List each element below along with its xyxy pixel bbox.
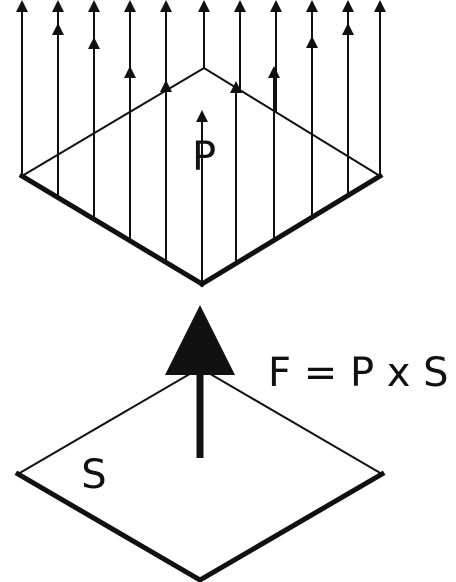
- pressure-label: P: [192, 134, 216, 180]
- surface-label: S: [81, 452, 106, 498]
- top-pressure-plane: [18, 66, 384, 288]
- bottom-plane-front-left-edge: [14, 470, 204, 582]
- formula-label: F = P x S: [268, 350, 449, 396]
- top-plane-front-right-edge: [198, 172, 384, 288]
- pressure-arrow-field: [16, 0, 386, 284]
- top-plane-front-left-edge: [18, 172, 206, 288]
- bottom-plane-front-right-edge: [196, 470, 386, 582]
- top-plane-back-edge: [21, 66, 381, 177]
